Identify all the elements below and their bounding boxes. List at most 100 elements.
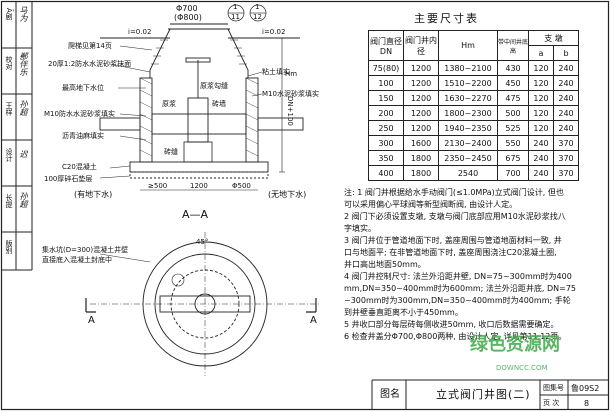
angle-label: 45° [196,238,209,246]
strip-label: 王样 [5,102,13,116]
strip-signature: 马为 [19,6,28,22]
ref-number: 1 [255,3,260,11]
table-cell: 2350~2450 [438,150,498,166]
cover-diameter-alt: (Φ800) [174,13,202,22]
table-cell: 240 [553,90,579,106]
table-cell: 1600 [403,135,439,151]
watermark-site: DOWNCC.COM [496,364,548,372]
atlas-label: 图集号 [543,384,564,392]
page-number: 8 [584,399,590,408]
table-cell: 120 [528,90,554,106]
table-cell: 550 [497,135,529,151]
note-line: 注: 1 阀门井根据给水手动阀门(≤1.0MPa)立式阀门设计, 但也 [344,188,564,197]
callout: 原浆勾缝 [200,82,228,90]
dim-label: Φ500 [232,182,251,190]
title-label: 图名 [380,389,400,400]
table-cell: 1380~2100 [438,60,498,76]
table-cell: 700 [497,165,529,181]
table-cell: 300 [368,135,404,151]
note-line: 到井壁垂直距离不小于450mm。 [344,308,463,317]
strip-label: 长提 [5,194,13,208]
table-cell: 675 [497,150,529,166]
dim-label: 1200 [190,182,208,190]
table-cell: 240 [528,165,554,181]
strip-signature: 孙超 [19,100,28,116]
callout: 沥青油麻填实 [62,132,104,140]
callout: M10水泥砂浆填实 [262,90,319,98]
table-cell: 120 [528,75,554,91]
table-cell: 1200 [403,120,439,136]
table-cell: 1800~2300 [438,105,498,121]
table-cell: 1940~2350 [438,120,498,136]
section-title: A—A [182,208,209,221]
strip-signature: 迟 [19,150,28,158]
slope-label: i=0.02 [128,28,152,36]
strip-label: Ā剧 [5,8,13,20]
table-cell: 250 [368,120,404,136]
wet-condition-label: (有地下水) [74,190,113,199]
table-cell: 240 [528,135,554,151]
callout: C20混凝土 [62,163,97,171]
table-header: 阀门直径DN [368,30,404,61]
table-cell: 370 [553,135,579,151]
dimension-table: 阀门直径DN 阀门井内径 Hm 带中间井底高 支 墩 a b 75(80)120… [368,30,579,181]
callout: 爬梯见第14页 [68,42,112,50]
dry-condition-label: (无地下水) [268,190,307,199]
callout: 100厚碎石垫层 [44,175,93,183]
strip-signature: 鄯伴乐 [19,52,28,76]
strip-label: 版别 [5,240,13,254]
note-line: 3 阀门井位于管道地面下时, 盖座周围与管道地面材料一致, 井 [344,236,562,245]
section-mark: A [88,315,95,326]
table-cell: 240 [528,150,554,166]
cover-diameter: Φ700 [176,4,198,13]
note-line: 可以采用偏心平球阀等新型阀断阀, 由设计人定。 [344,200,518,209]
callout: M10防水水泥砂浆填实 [44,110,115,118]
table-cell: 120 [528,60,554,76]
table-header: a [528,45,554,61]
drawing-title: 立式阀门井图(二) [436,388,531,401]
table-cell: 1200 [403,90,439,106]
strip-label: 校对 [5,56,13,70]
dim-label: DN+100 [286,96,294,126]
table-cell: 1200 [403,105,439,121]
page-label: 页 次 [543,399,560,407]
slope-label: i=0.02 [262,28,286,36]
table-cell: 1800 [403,165,439,181]
table-header: Hm [438,30,498,61]
mid-label: 砖缝 [164,148,178,156]
table-cell: 1200 [403,75,439,91]
table-header: 阀门井内径 [403,30,439,61]
table-title: 主要尺寸表 [414,12,479,25]
callout: 砖墙 [212,100,226,108]
note-line: 4 阀门井控制尺寸: 法兰外沿距井壁, DN=75~300mm时为400 [344,272,572,281]
table-cell: 2540 [438,165,498,181]
note-line: 字填实。 [344,224,376,233]
center-label: 原浆 [162,100,176,108]
atlas-number: 鲁09S2 [571,384,600,393]
plan-callout: 集水坑(D=300)混凝土井壁 [42,246,129,254]
table-cell: 75(80) [368,60,404,76]
watermark-logo: 绿色资源网 [470,334,560,355]
note-line: ~300mm时为300mm,DN=350~400mm时为400mm; 手轮 [344,296,571,305]
table-cell: 450 [497,75,529,91]
dim-label: Hm [285,70,298,78]
note-line: 2 阀门下必须设置支墩, 支墩与阀门底部应用M10水泥砂浆找八 [344,212,566,221]
ref-number: 1 [233,3,238,11]
table-cell: 240 [553,60,579,76]
strip-signature: 孙超 [19,192,28,208]
section-mark: A [310,315,317,326]
table-cell: 1800 [403,150,439,166]
ref-page: 11 [231,13,240,21]
table-header: 带中间井底高 [497,30,529,61]
table-cell: 1200 [403,60,439,76]
